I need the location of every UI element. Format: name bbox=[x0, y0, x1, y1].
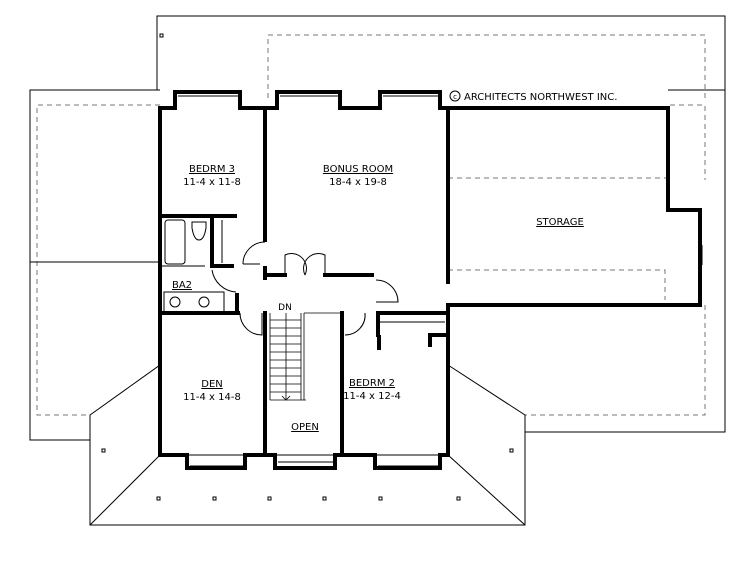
door-swings bbox=[211, 241, 703, 336]
room-size-bedrm-3: 11-4 x 11-8 bbox=[183, 177, 241, 188]
copyright-symbol: c bbox=[453, 93, 457, 101]
room-name-bonus-room: BONUS ROOM bbox=[323, 164, 393, 175]
room-name-den: DEN bbox=[201, 379, 223, 390]
room-size-den: 11-4 x 14-8 bbox=[183, 392, 241, 403]
roof-outlines bbox=[29, 15, 726, 526]
stair-direction-label: DN bbox=[278, 303, 292, 313]
room-name-bedrm-3: BEDRM 3 bbox=[189, 164, 235, 175]
roof-posts bbox=[101, 33, 514, 501]
room-name-bedrm-2: BEDRM 2 bbox=[349, 378, 395, 389]
room-size-bonus-room: 18-4 x 19-8 bbox=[329, 177, 387, 188]
room-name-storage: STORAGE bbox=[536, 217, 584, 228]
room-name-ba2: BA2 bbox=[172, 280, 192, 291]
walls bbox=[158, 90, 702, 470]
copyright-notice: c ARCHITECTS NORTHWEST INC. bbox=[449, 90, 617, 103]
room-name-open: OPEN bbox=[291, 422, 319, 433]
room-size-bedrm-2: 11-4 x 12-4 bbox=[343, 391, 401, 402]
stair-treads bbox=[269, 312, 342, 401]
copyright-text: ARCHITECTS NORTHWEST INC. bbox=[464, 92, 617, 103]
